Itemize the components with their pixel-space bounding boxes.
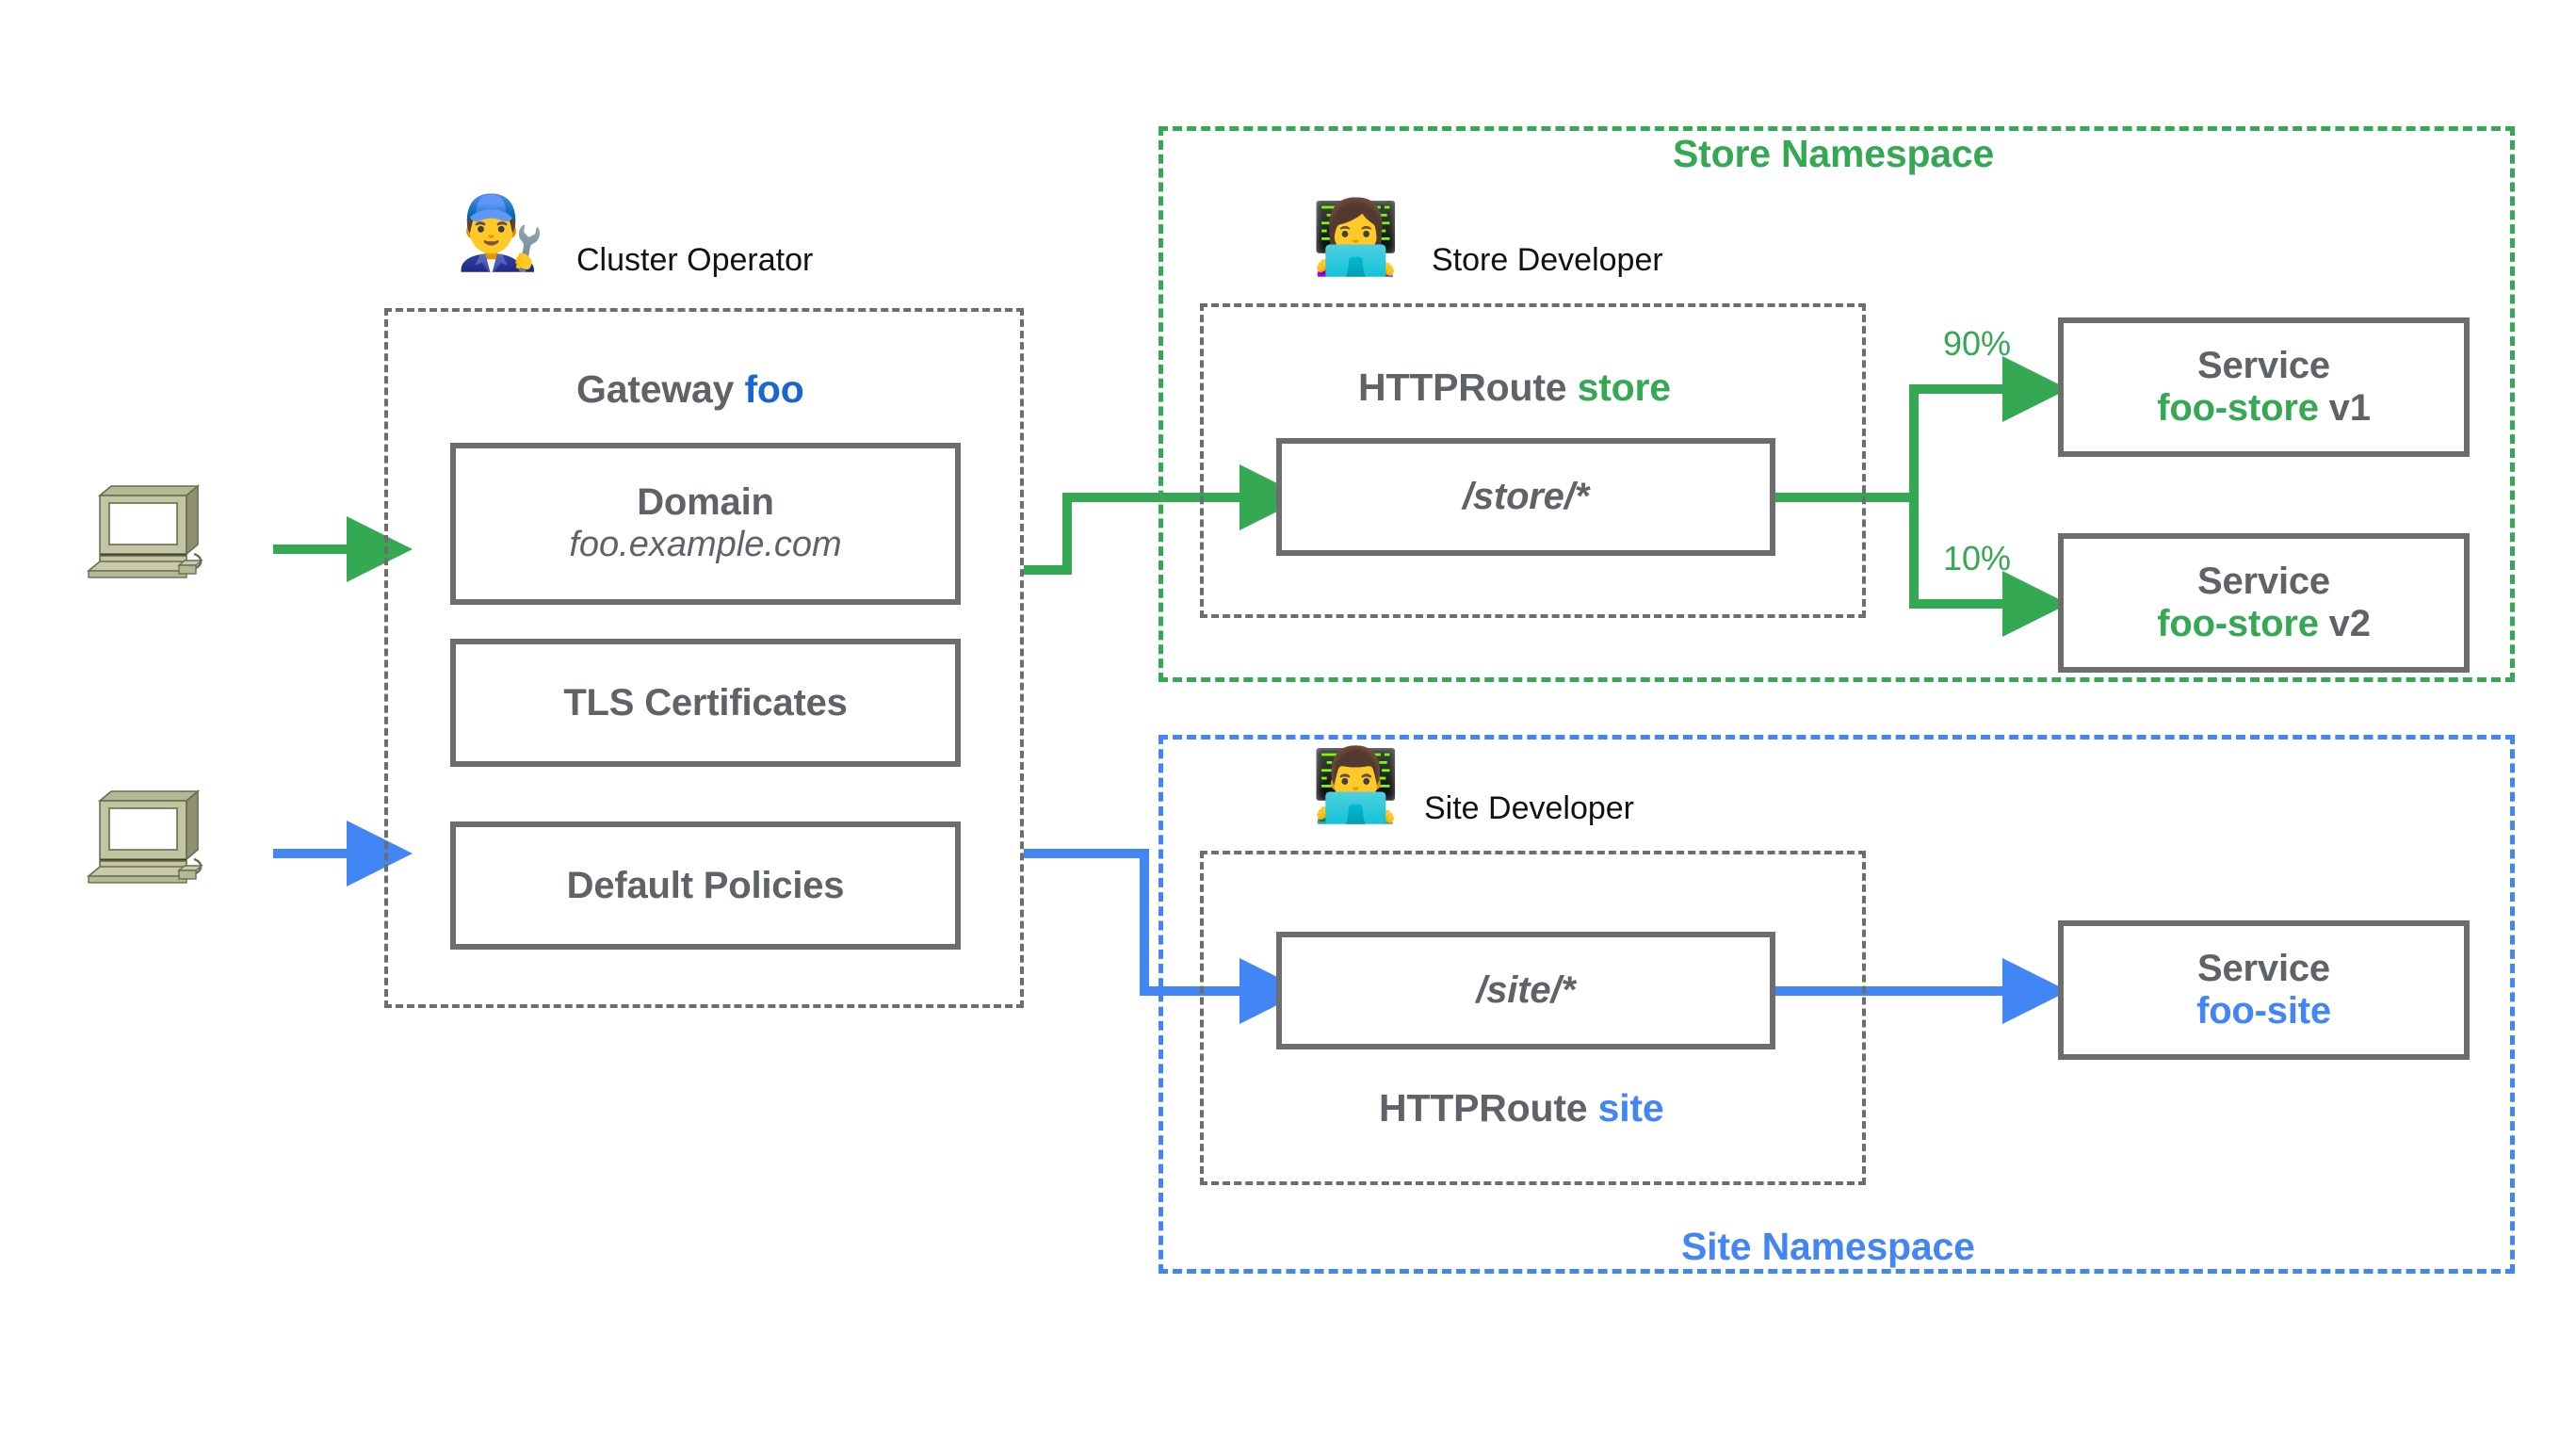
gateway-title-prefix: Gateway	[576, 367, 735, 411]
service-foo-store-v2-name: foo-store	[2157, 603, 2319, 644]
woman-technologist-emoji: 👩‍💻	[1311, 198, 1401, 278]
service-foo-store-v1-name-row: foo-store v1	[2157, 387, 2371, 430]
weight-label-foo-store-v2: 10%	[1943, 539, 2012, 577]
httproute-site-path-text: /site/*	[1476, 969, 1576, 1011]
service-foo-site-name-row: foo-site	[2196, 990, 2331, 1033]
service-foo-store-v1[interactable]: Service foo-store v1	[2058, 317, 2470, 457]
httproute-store-title: HTTPRoute store	[1358, 366, 1671, 410]
service-foo-store-v2-name-row: foo-store v2	[2157, 603, 2371, 645]
namespace-store-label: Store Namespace	[1673, 132, 1995, 175]
gateway-title: Gateway foo	[576, 367, 804, 412]
service-foo-store-v1-version: v1	[2318, 387, 2371, 429]
gateway-item-domain[interactable]: Domain foo.example.com	[450, 443, 961, 605]
namespace-site-label: Site Namespace	[1681, 1225, 1975, 1268]
service-foo-site-name: foo-site	[2196, 990, 2331, 1032]
computer-icon	[81, 471, 205, 582]
httproute-store-title-prefix: HTTPRoute	[1358, 366, 1567, 409]
weight-label-foo-store-v1: 90%	[1943, 324, 2012, 363]
gateway-item-tls-certificates[interactable]: TLS Certificates	[450, 639, 961, 767]
service-foo-store-v2-version: v2	[2318, 603, 2371, 644]
store-developer-label: Store Developer	[1432, 242, 1663, 278]
service-foo-site[interactable]: Service foo-site	[2058, 920, 2470, 1060]
gateway-item-domain-value: foo.example.com	[569, 524, 842, 564]
man-technologist-emoji: 👨‍💻	[1311, 745, 1401, 825]
gateway-title-name: foo	[744, 367, 804, 411]
httproute-store-path-match[interactable]: /store/*	[1276, 438, 1775, 556]
httproute-store-path-text: /store/*	[1462, 476, 1589, 517]
gateway-item-policies-label: Default Policies	[566, 864, 845, 906]
httproute-site-title: HTTPRoute site	[1379, 1086, 1664, 1130]
service-foo-store-v2[interactable]: Service foo-store v2	[2058, 533, 2470, 673]
service-foo-store-v1-kind: Service	[2197, 345, 2330, 387]
cluster-operator-label: Cluster Operator	[576, 242, 814, 278]
httproute-store-container	[1200, 303, 1866, 618]
httproute-site-title-prefix: HTTPRoute	[1379, 1086, 1588, 1130]
httproute-site-path-match[interactable]: /site/*	[1276, 932, 1775, 1049]
computer-icon	[81, 776, 205, 887]
gateway-item-default-policies[interactable]: Default Policies	[450, 821, 961, 950]
service-foo-store-v1-name: foo-store	[2157, 387, 2319, 429]
httproute-store-title-name: store	[1577, 366, 1671, 409]
service-foo-site-kind: Service	[2197, 948, 2330, 990]
service-foo-store-v2-kind: Service	[2197, 561, 2330, 603]
site-developer-label: Site Developer	[1424, 790, 1635, 826]
gateway-container	[384, 308, 1024, 1008]
gateway-item-domain-title: Domain	[637, 480, 774, 523]
namespace-store-container	[1158, 126, 2515, 682]
namespace-site-container	[1158, 735, 2515, 1274]
gateway-item-tls-label: TLS Certificates	[563, 681, 848, 724]
httproute-site-title-name: site	[1597, 1086, 1664, 1130]
httproute-site-container	[1200, 851, 1866, 1185]
man-mechanic-emoji: 👨‍🔧	[456, 193, 545, 273]
